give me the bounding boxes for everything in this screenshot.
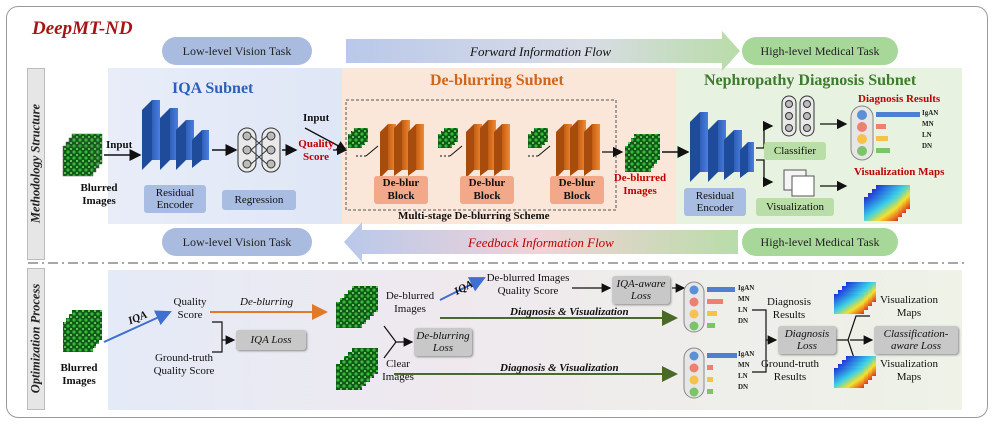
visualization-glyph [783, 169, 815, 197]
clear-images-label: Clear Images [382, 358, 414, 383]
side-label-box-bottom [27, 268, 45, 410]
deblurring-label: De-blurring [240, 296, 294, 308]
gt-results-label: Ground-truth Results [760, 358, 820, 383]
high-level-task-pill-bottom: High-level Medical Task [742, 228, 898, 256]
quality-score-label-bottom: Quality Score [173, 296, 207, 321]
diag-vis-label-1: Diagnosis & Visualization [510, 306, 629, 318]
diagnosis-results-chart-top [850, 105, 920, 161]
low-level-task-pill-bottom: Low-level Vision Task [162, 228, 312, 256]
clear-image-stack [336, 348, 378, 390]
diagnosis-results-chart-bottom-2 [683, 347, 737, 399]
blurred-image-stack-bottom [63, 310, 102, 352]
deblur-block-2: De-blur Block [460, 176, 514, 204]
input-label-2: Input [303, 112, 330, 124]
regression-network [237, 127, 281, 173]
regression-box: Regression [222, 190, 296, 210]
visualization-maps-title: Visualization Maps [854, 166, 945, 178]
deblur-block-3: De-blur Block [550, 176, 604, 204]
class-label: LN [738, 306, 748, 314]
classification-aware-loss-box: Classification-aware Loss [874, 326, 958, 354]
classifier-box: Classifier [764, 142, 826, 160]
feedback-flow-label: Feedback Information Flow [468, 235, 614, 250]
class-label: MN [738, 295, 750, 303]
deblurring-loss-box: De-blurring Loss [414, 328, 472, 356]
forward-flow-arrow [346, 31, 740, 71]
visualization-maps-top [864, 185, 910, 221]
iqa-loss-box: IQA Loss [236, 330, 306, 350]
iqa-arrow-bottom [103, 310, 172, 343]
deblurred-images-label-top: De-blurred Images [613, 172, 667, 197]
diag-vis-label-2: Diagnosis & Visualization [500, 362, 619, 374]
diagnosis-results-title: Diagnosis Results [858, 93, 941, 105]
deblur-stage-2 [438, 120, 510, 178]
diagram-title: DeepMT-ND [32, 18, 133, 39]
class-labels-bottom-1: IgAN MN LN DN [738, 283, 754, 327]
forward-flow-label: Forward Information Flow [470, 44, 612, 59]
class-label: DN [738, 383, 749, 391]
class-label: MN [738, 361, 750, 369]
deblur-stage-3 [528, 120, 600, 178]
class-label: MN [922, 120, 934, 128]
class-labels-bottom-2: IgAN MN LN DN [738, 349, 754, 393]
classifier-network [781, 95, 815, 137]
feedback-flow-arrow [344, 222, 738, 262]
multistage-label: Multi-stage De-blurring Scheme [398, 210, 550, 222]
deblurring-subnet-title: De-blurring Subnet [430, 72, 564, 89]
class-label: DN [922, 142, 933, 150]
outer-frame [6, 6, 988, 418]
iqa-arrow-2 [439, 277, 486, 301]
blurred-image-stack-top [62, 133, 103, 177]
residual-encoder-blocks-2 [690, 112, 754, 182]
vis-maps-label-bottom-2: Visualization Maps [880, 358, 938, 383]
class-label: LN [738, 372, 748, 380]
deblur-block-1: De-blur Block [374, 176, 428, 204]
diagnosis-results-chart-bottom-1 [683, 281, 735, 333]
low-level-task-pill-top: Low-level Vision Task [162, 37, 312, 65]
class-label: LN [922, 131, 932, 139]
class-label: IgAN [922, 109, 939, 117]
class-label: DN [738, 317, 749, 325]
high-level-task-pill-top: High-level Medical Task [742, 37, 898, 65]
visualization-maps-bottom-1 [834, 282, 876, 314]
class-label: IgAN [738, 284, 755, 292]
iqa-aware-loss-box: IQA-aware Loss [612, 276, 670, 304]
residual-encoder-box-1: Residual Encoder [144, 185, 206, 213]
blurred-images-label-bottom: Blurred Images [60, 362, 98, 387]
diagnosis-results-label-bottom: Diagnosis Results [767, 296, 811, 321]
deblurred-quality-label: De-blurred Images Quality Score [486, 272, 570, 297]
deblurred-images-label-bottom: De-blurred Images [385, 290, 435, 315]
gt-quality-score-label: Ground-truth Quality Score [153, 352, 215, 377]
blurred-images-label-top: Blurred Images [80, 182, 118, 207]
residual-encoder-blocks-1 [142, 100, 209, 170]
deblurred-image-stack-bottom [336, 286, 378, 328]
iqa-subnet-title: IQA Subnet [172, 80, 254, 97]
side-label-box-top [27, 68, 45, 260]
quality-score-label: Quality Score [298, 138, 334, 163]
visualization-maps-bottom-2 [834, 356, 876, 388]
deblur-stage-1 [348, 120, 424, 178]
nd-subnet-title: Nephropathy Diagnosis Subnet [704, 72, 917, 89]
class-label: IgAN [738, 350, 755, 358]
input-label-1: Input [106, 139, 133, 151]
deblurred-image-stack-top [625, 134, 660, 172]
vis-maps-label-bottom-1: Visualization Maps [880, 294, 938, 319]
residual-encoder-box-2: Residual Encoder [684, 188, 746, 216]
class-labels-top: IgAN MN LN DN [922, 108, 938, 152]
visualization-box: Visualization [756, 198, 834, 216]
diagnosis-loss-box: Diagnosis Loss [778, 326, 836, 354]
